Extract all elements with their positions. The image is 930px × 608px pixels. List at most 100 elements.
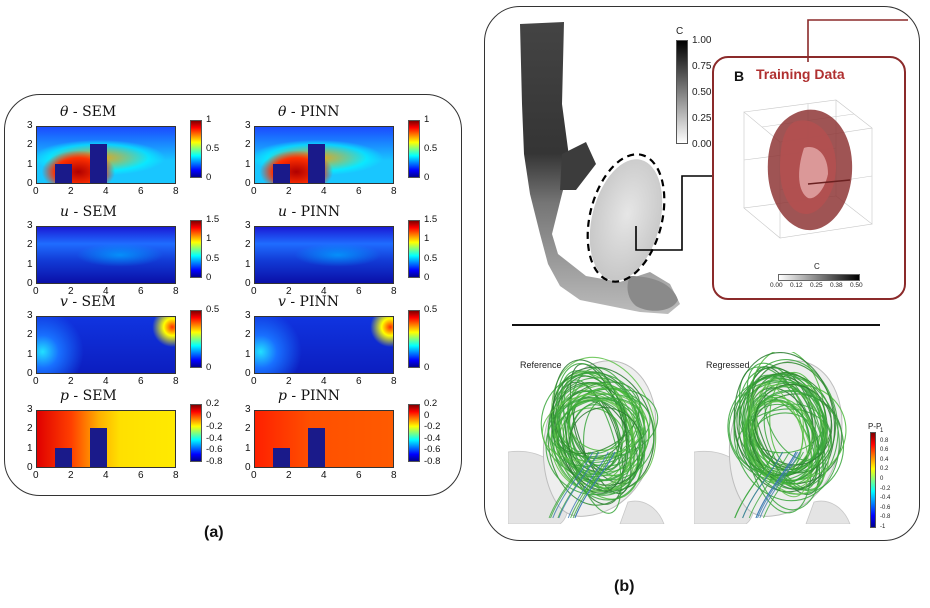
inset-colorbar-tick: 0.12 bbox=[790, 282, 803, 289]
plot-u-sem-ytick: 1 bbox=[27, 258, 33, 270]
plot-v-pinn-var: v bbox=[278, 294, 286, 310]
plot-v-pinn-ytick: 0 bbox=[245, 368, 251, 379]
connector-arrow bbox=[635, 171, 720, 251]
plot-theta-sem-var: θ bbox=[60, 104, 69, 120]
plot-u-pinn-colorbar-tick: 0.5 bbox=[424, 252, 438, 264]
inflow-streamline bbox=[552, 451, 594, 519]
plot-u-sem-colorbar-tick: 1.5 bbox=[206, 214, 220, 225]
plot-u-sem-ytick: 3 bbox=[27, 220, 33, 231]
pressure-colorbar-tick: 0.8 bbox=[880, 437, 889, 444]
plot-p-pinn-xtick: 4 bbox=[321, 470, 327, 481]
pressure-legend-title: P-P bbox=[868, 422, 882, 431]
plot-theta-pinn-colorbar-tick: 0.5 bbox=[424, 143, 438, 154]
plot-u-sem-xtick: 6 bbox=[138, 286, 144, 297]
pressure-colorbar-tick: 1 bbox=[880, 428, 884, 434]
plot-theta-sem-title: θ - SEM bbox=[60, 104, 116, 120]
plot-theta-pinn-xtick: 6 bbox=[356, 186, 362, 197]
concentration-colorbar-tick: 1.00 bbox=[692, 35, 712, 46]
plot-theta-sem-colorbar-tick: 0 bbox=[206, 172, 212, 183]
aneurysm-3d-plot bbox=[743, 99, 873, 239]
pressure-colorbar bbox=[870, 432, 876, 528]
pressure-colorbar-tick: 0.2 bbox=[880, 466, 889, 473]
plot-theta-sem-ytick: 2 bbox=[27, 139, 33, 151]
plot-v-sem-colorbar-tick: 0.5 bbox=[206, 304, 220, 315]
plot-theta-pinn-xtick: 2 bbox=[286, 186, 292, 197]
plot-p-pinn-xtick: 2 bbox=[286, 470, 292, 481]
inset-title: Training Data bbox=[756, 66, 845, 82]
plot-u-pinn-ytick: 2 bbox=[245, 239, 251, 251]
streamline bbox=[556, 383, 638, 459]
plot-theta-pinn-xtick: 8 bbox=[391, 186, 397, 197]
plot-theta-sem-colorbar bbox=[190, 120, 202, 178]
plot-p-pinn-obstacle-2 bbox=[307, 428, 325, 467]
inset-colorbar-tick: 0.38 bbox=[830, 282, 843, 289]
plot-u-sem-xtick: 8 bbox=[173, 286, 179, 297]
concentration-colorbar-tick: 0.25 bbox=[692, 113, 712, 124]
plot-u-pinn-title: u - PINN bbox=[278, 204, 340, 220]
plot-v-sem-xtick: 6 bbox=[138, 376, 144, 387]
plot-theta-pinn-ytick: 0 bbox=[245, 178, 251, 189]
plot-p-pinn-xtick: 6 bbox=[356, 470, 362, 481]
inflow-streamline bbox=[567, 451, 609, 519]
plot-p-sem-xtick: 0 bbox=[33, 470, 39, 481]
plot-u-pinn-xtick: 4 bbox=[321, 286, 327, 297]
plot-theta-pinn-colorbar-tick: 0 bbox=[424, 172, 430, 183]
panel-b-divider bbox=[512, 324, 880, 326]
pressure-colorbar-tick: -0.4 bbox=[880, 495, 891, 502]
plot-p-sem-colorbar-tick: -0.8 bbox=[206, 456, 223, 467]
plot-v-pinn-xtick: 2 bbox=[286, 376, 292, 387]
plot-p-sem-colorbar-tick: 0 bbox=[206, 409, 212, 421]
concentration-colorbar-tick: 0.75 bbox=[692, 61, 712, 72]
plot-u-sem-ytick: 0 bbox=[27, 278, 33, 289]
streamline bbox=[551, 381, 641, 455]
plot-p-pinn-field bbox=[254, 410, 394, 468]
plot-v-sem-colorbar bbox=[190, 310, 202, 368]
plot-p-sem-ytick: 3 bbox=[27, 404, 33, 415]
plot-theta-sem-colorbar-tick: 0.5 bbox=[206, 143, 220, 154]
inflow-streamline bbox=[763, 451, 804, 519]
plot-theta-pinn-ytick: 1 bbox=[245, 158, 251, 170]
streamline bbox=[745, 390, 845, 495]
pressure-colorbar-tick: -0.2 bbox=[880, 485, 891, 492]
plot-p-pinn-xtick: 0 bbox=[251, 470, 257, 481]
plot-p-sem-xtick: 4 bbox=[103, 470, 109, 481]
plot-v-pinn-ytick: 1 bbox=[245, 348, 251, 360]
concentration-colorbar bbox=[676, 40, 688, 144]
plot-v-pinn-colorbar-tick: 0 bbox=[424, 362, 430, 373]
plot-p-sem-field bbox=[36, 410, 176, 468]
plot-theta-sem-obstacle-1 bbox=[54, 163, 72, 183]
plot-u-pinn-ytick: 3 bbox=[245, 220, 251, 231]
plot-p-pinn-var: p bbox=[278, 388, 287, 404]
plot-p-sem-xtick: 2 bbox=[68, 470, 74, 481]
pressure-colorbar-tick: 0 bbox=[880, 476, 884, 482]
plot-p-pinn-ytick: 1 bbox=[245, 442, 251, 454]
inflow-streamline bbox=[734, 451, 776, 519]
outlet-vessel bbox=[619, 500, 665, 524]
plot-u-sem-colorbar bbox=[190, 220, 202, 278]
streamline bbox=[568, 406, 644, 486]
plot-u-sem-field bbox=[36, 226, 176, 284]
plot-theta-pinn-ytick: 3 bbox=[245, 120, 251, 131]
plot-u-sem-colorbar-tick: 0 bbox=[206, 272, 212, 283]
plot-v-sem-xtick: 0 bbox=[33, 376, 39, 387]
plot-p-sem-xtick: 6 bbox=[138, 470, 144, 481]
plot-p-sem-colorbar bbox=[190, 404, 202, 462]
inflow-streamline bbox=[558, 451, 600, 519]
streamline bbox=[541, 392, 646, 462]
plot-u-pinn-colorbar-tick: 1.5 bbox=[424, 214, 438, 225]
plot-u-pinn-method: - PINN bbox=[287, 204, 341, 220]
streamline bbox=[754, 383, 833, 466]
plot-p-sem-var: p bbox=[60, 388, 69, 404]
plot-u-pinn-field bbox=[254, 226, 394, 284]
inflow-streamline bbox=[757, 451, 799, 519]
streamline bbox=[569, 367, 641, 494]
plot-u-sem-ytick: 2 bbox=[27, 239, 33, 251]
plot-p-pinn-ytick: 3 bbox=[245, 404, 251, 415]
plot-v-sem-title: v - SEM bbox=[60, 294, 116, 310]
streamline bbox=[547, 393, 651, 458]
plot-theta-pinn-colorbar-tick: 1 bbox=[424, 114, 430, 125]
plot-p-pinn-colorbar-tick: -0.8 bbox=[424, 456, 441, 467]
plot-u-pinn-xtick: 8 bbox=[391, 286, 397, 297]
plot-v-sem-ytick: 2 bbox=[27, 329, 33, 341]
plot-p-sem-obstacle-2 bbox=[89, 428, 107, 467]
